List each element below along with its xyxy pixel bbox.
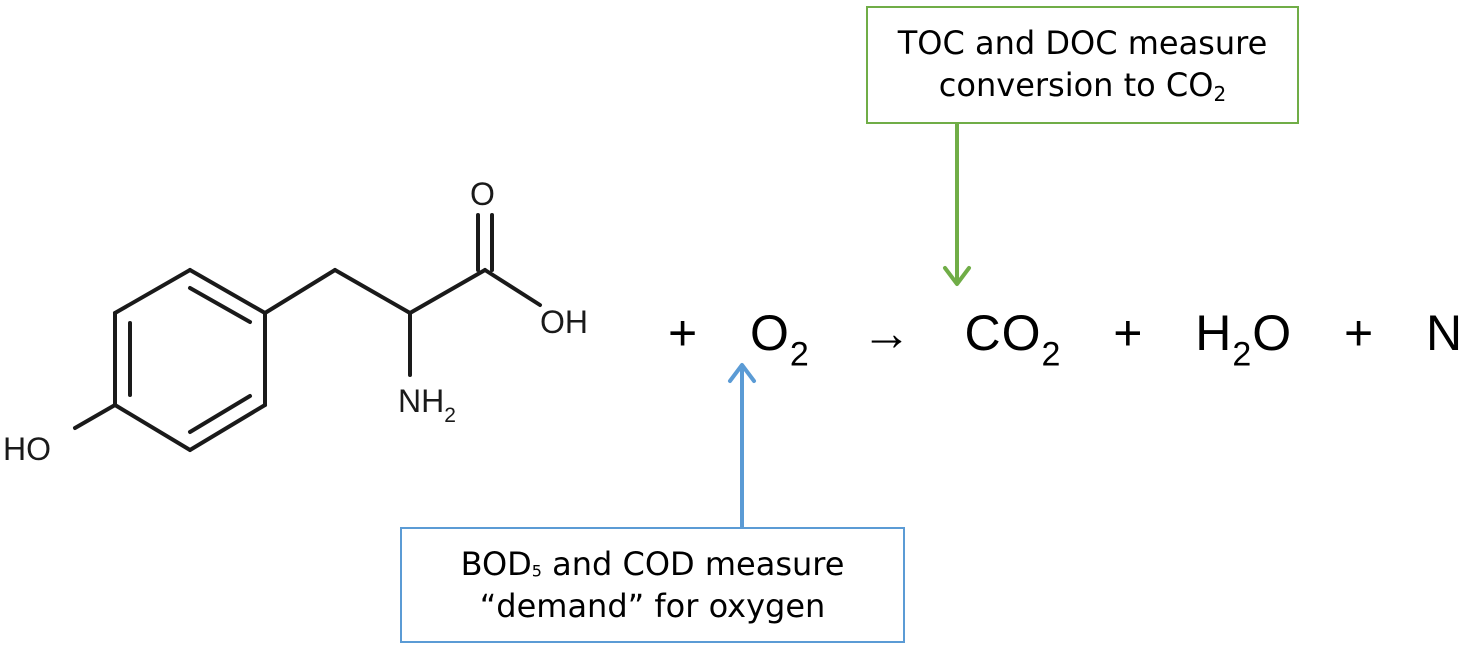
oxygen-formula: O2: [750, 305, 810, 374]
reaction-arrow-icon: →: [861, 305, 913, 361]
hydroxyl-acid-label: OH: [540, 304, 588, 340]
bod-cod-line2: “demand” for oxygen: [479, 587, 826, 625]
amine-label: NH2: [398, 383, 456, 427]
bod-cod-callout: BOD5 and COD measure “demand” for oxygen: [400, 527, 905, 643]
green-arrow-icon: [943, 122, 971, 286]
carbonyl-oxygen-label: O: [470, 176, 495, 212]
toc-doc-callout: TOC and DOC measure conversion to CO2: [866, 6, 1299, 124]
ammonia-formula: NH3: [1425, 305, 1465, 361]
plus-sign: +: [668, 305, 699, 361]
plus-sign: +: [1113, 305, 1144, 361]
blue-arrow-icon: [728, 363, 756, 529]
reaction-equation: + O2 → CO2 + H2O + NH3: [668, 298, 1465, 378]
toc-doc-line2: conversion to CO2: [938, 66, 1227, 106]
tyrosine-structure: O OH NH2 HO: [3, 176, 588, 467]
phenol-hydroxyl-label: HO: [3, 431, 51, 467]
carbon-dioxide-formula: CO2: [964, 305, 1062, 374]
water-formula: H2O: [1195, 305, 1293, 374]
plus-sign: +: [1343, 305, 1375, 361]
toc-doc-line1: TOC and DOC measure: [897, 24, 1268, 62]
bod-cod-line1: BOD5 and COD measure: [460, 545, 845, 583]
